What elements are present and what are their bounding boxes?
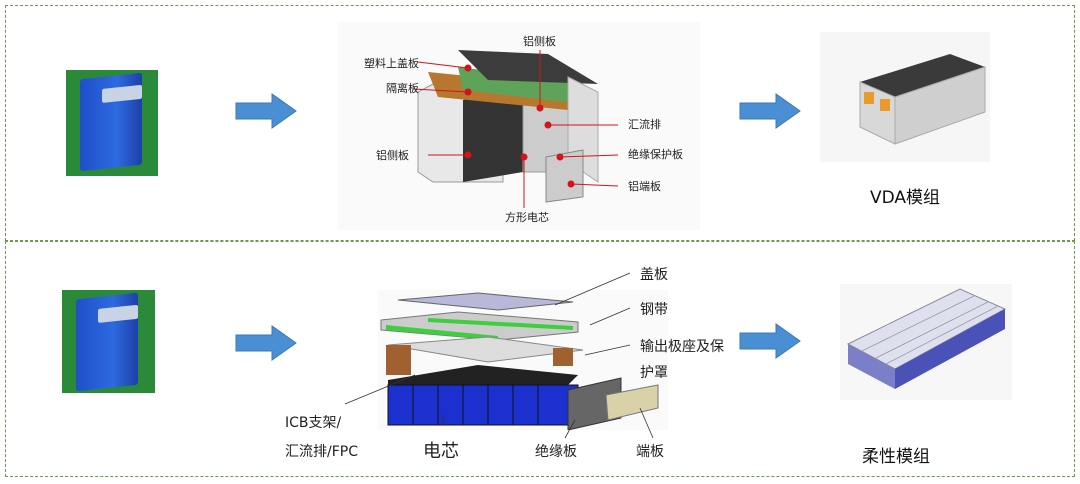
label-side-plate-top: 铝侧板 [523, 35, 556, 48]
label-insulation: 绝缘板 [535, 444, 577, 460]
label-insulation-plate: 绝缘保护板 [628, 148, 683, 161]
prismatic-cell-image [66, 70, 158, 176]
label-prismatic-cell: 方形电芯 [505, 211, 549, 224]
bottom-panel [5, 241, 1075, 477]
label-icb-line2: 汇流排/FPC [285, 444, 358, 460]
label-side-plate-left: 铝侧板 [376, 149, 409, 162]
label-busbar: 汇流排 [628, 118, 661, 131]
label-cell: 电芯 [423, 441, 459, 462]
vda-module-title: VDA模组 [870, 188, 941, 208]
label-plastic-cover: 塑料上盖板 [364, 57, 419, 70]
top-panel [5, 5, 1075, 241]
arrow-right-icon [235, 325, 297, 361]
label-terminal-line1: 输出极座及保 [640, 339, 724, 355]
label-end-plate: 端板 [636, 444, 664, 460]
arrow-right-icon [739, 323, 801, 359]
arrow-right-icon [235, 93, 297, 129]
flexible-exploded-diagram [378, 290, 668, 430]
prismatic-cell-image [62, 290, 155, 393]
label-separator: 隔离板 [386, 82, 419, 95]
label-end-plate: 铝端板 [628, 180, 661, 193]
vda-exploded-diagram [338, 22, 700, 230]
label-cover: 盖板 [640, 267, 668, 283]
vda-module-image [820, 32, 990, 162]
flexible-module-image [840, 284, 1012, 400]
label-icb-line1: ICB支架/ [285, 415, 342, 431]
arrow-right-icon [739, 93, 801, 129]
label-steel-strap: 钢带 [640, 302, 668, 318]
flexible-module-title: 柔性模组 [862, 447, 930, 467]
label-terminal-line2: 护罩 [640, 365, 668, 381]
